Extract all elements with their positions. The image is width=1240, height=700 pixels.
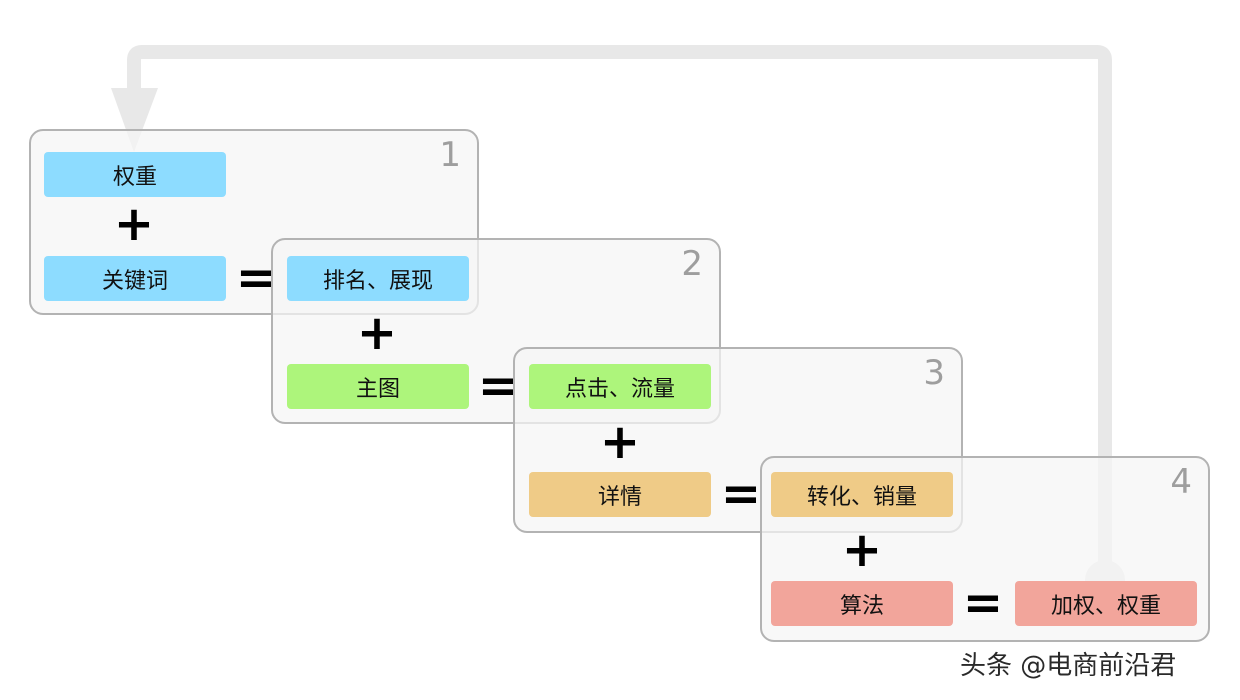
- ranking-exposure-box: 排名、展现: [287, 256, 469, 301]
- details-box: 详情: [529, 472, 711, 517]
- equals-sign: =: [962, 575, 1004, 631]
- plus-sign: +: [841, 522, 883, 578]
- step-number: 2: [681, 244, 703, 284]
- plus-sign: +: [113, 196, 155, 252]
- feedback-loop-line: [127, 45, 1112, 578]
- watermark: 头条 @电商前沿君: [960, 651, 1177, 681]
- step-number: 4: [1170, 462, 1192, 502]
- step-number: 3: [923, 353, 945, 393]
- plus-sign: +: [599, 414, 641, 470]
- equals-sign: =: [477, 358, 519, 414]
- conversion-sales-box: 转化、销量: [771, 472, 953, 517]
- equals-sign: =: [720, 466, 762, 522]
- plus-sign: +: [356, 305, 398, 361]
- main-image-box: 主图: [287, 364, 469, 409]
- equals-sign: =: [235, 250, 277, 306]
- keyword-box: 关键词: [44, 256, 226, 301]
- algorithm-box: 算法: [771, 581, 953, 626]
- feedback-arrowhead: [111, 88, 158, 152]
- clicks-traffic-box: 点击、流量: [529, 364, 711, 409]
- step-number: 1: [439, 135, 461, 175]
- weighting-box: 加权、权重: [1015, 581, 1197, 626]
- weight-box: 权重: [44, 152, 226, 197]
